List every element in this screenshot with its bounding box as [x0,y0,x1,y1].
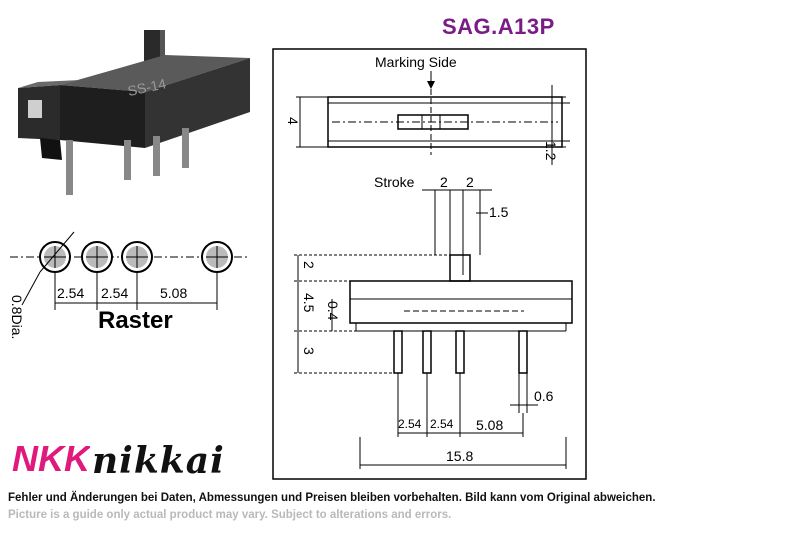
pin-1-profile [393,330,403,374]
pin-image [182,128,189,168]
pad-4 [201,241,233,273]
pin-2-profile [422,330,432,374]
disclaimer-german: Fehler und Änderungen bei Daten, Abmessu… [8,492,656,504]
pad-2 [81,241,113,273]
pitch-3-label: 5.08 [160,285,187,301]
product-photo: SS-14 [18,30,250,195]
pad-3 [121,241,153,273]
lever-profile [449,254,471,282]
lever-height-label: 2 [301,261,317,269]
pin-image [153,136,160,176]
pin-width-label: 0.6 [534,388,554,404]
hole-diameter-label: 0.8Dia. [9,295,25,339]
pin-length-label: 3 [301,347,317,355]
pitch-2-label: 2.54 [101,285,128,301]
disclaimer-english: Picture is a guide only actual product m… [8,509,452,521]
switch-top-face [60,55,250,92]
nikkai-brand: nikkai [92,440,225,482]
pin-pitch-3-label: 5.08 [476,417,503,433]
pin-image [124,140,131,180]
nkk-logo: NKK [12,438,90,477]
end-window [28,100,42,118]
pitch-1-label: 2.54 [57,285,84,301]
side-view-body [349,280,573,324]
pin-pitch-1-label: 2.54 [398,417,422,431]
pin-image [66,140,73,195]
product-code-title: SAG.A13P [442,14,555,39]
switch-side-face [145,58,250,148]
base-thickness-label: 0.4 [325,301,341,321]
marking-side-label: Marking Side [375,54,457,70]
stroke-1-label: 2 [440,174,448,190]
pin-3-profile [455,330,465,374]
svg-text:NKK: NKK [12,438,90,477]
marking-text: SS-14 [126,75,168,99]
drawing-frame [272,48,587,480]
total-length-label: 15.8 [446,448,473,464]
raster-caption: Raster [98,307,173,334]
pad-1 [39,241,71,273]
pin-4-profile [518,330,528,374]
stroke-2-label: 2 [466,174,474,190]
body-depth-label: 4.5 [301,293,317,313]
footprint-drawing: 2.54 2.54 5.08 0.8Dia. [9,231,250,339]
stroke-label: Stroke [374,174,415,190]
body-height-label: 4 [285,117,301,125]
pin-pitch-2-label: 2.54 [430,417,454,431]
top-view-body [327,96,563,148]
lever-width-label: 1.5 [489,204,509,220]
technical-drawing: Marking Side 4 1.2 Stroke 2 2 1.5 2 4.5 [272,48,587,480]
lever-image [144,30,165,62]
top-thickness-label: 1.2 [543,141,559,161]
switch-front-face [60,85,145,148]
